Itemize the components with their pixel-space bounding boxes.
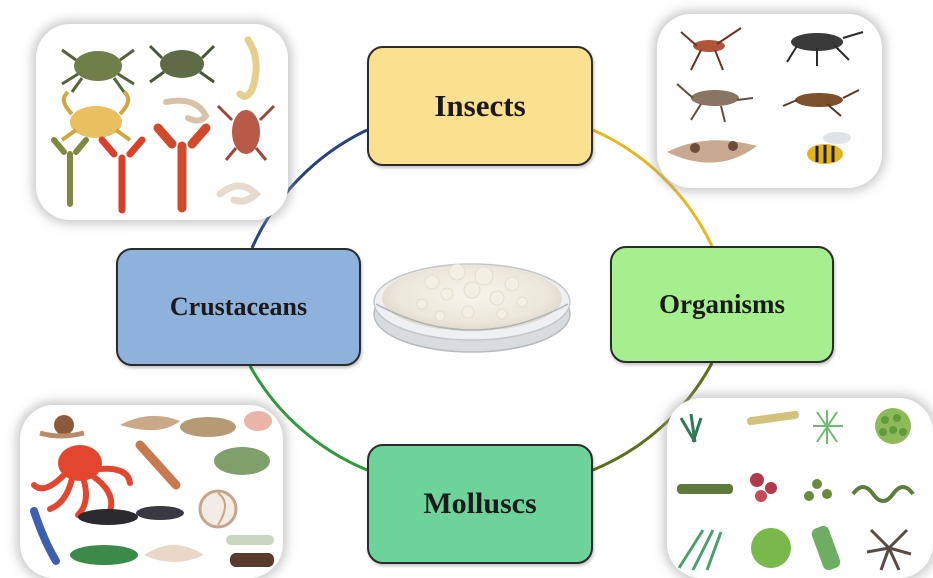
spiral-algae-icon: [853, 487, 913, 501]
wasp-icon: [807, 132, 851, 164]
crayfish-icon: [102, 140, 142, 210]
crab-icon: [150, 46, 214, 82]
diatom-chain-icon: [677, 484, 733, 494]
cell-cluster-icon: [750, 473, 777, 502]
crab-icon: [62, 50, 134, 92]
spore-icon: [804, 479, 832, 501]
lobster-icon: [218, 106, 274, 160]
insects-box: Insects: [367, 46, 593, 166]
molluscs-label: Molluscs: [423, 487, 536, 521]
moth-icon: [667, 140, 757, 162]
octopus-icon: [34, 445, 130, 515]
razor-clam-icon: [226, 535, 274, 567]
shrimp-icon: [240, 40, 256, 96]
insects-collage-image: [657, 14, 882, 188]
nautilus-icon: [200, 491, 236, 527]
squid-icon: [140, 445, 176, 485]
insects-label: Insects: [434, 88, 525, 124]
colony-algae-icon: [875, 408, 911, 444]
shrimp-icon: [166, 101, 206, 121]
shrimp-icon: [220, 186, 256, 201]
fly-icon: [681, 28, 741, 70]
bug-icon: [677, 84, 753, 122]
cricket-icon: [783, 90, 859, 116]
cuttlefish-icon: [214, 447, 270, 475]
algae-cluster-icon: [813, 410, 843, 444]
clam-icon: [144, 545, 204, 562]
conch-shell-icon: [120, 416, 180, 430]
crustaceans-box: Crustaceans: [116, 248, 361, 366]
organisms-box: Organisms: [610, 246, 834, 363]
sea-slug-icon: [70, 545, 138, 565]
fungi-icon: [681, 414, 701, 442]
molluscs-box: Molluscs: [367, 444, 593, 564]
beetle-icon: [787, 32, 863, 66]
slug-icon: [34, 511, 56, 561]
oyster-icon: [180, 417, 236, 437]
needle-algae-icon: [679, 530, 721, 570]
rod-algae-icon: [810, 524, 842, 572]
filament-algae-icon: [747, 410, 800, 425]
mussel-icon: [78, 506, 184, 525]
microorganisms-collage-image: [667, 398, 933, 578]
chitin-powder-dish-image: [372, 232, 572, 362]
organisms-label: Organisms: [659, 289, 785, 320]
snail-icon: [40, 415, 84, 436]
molluscs-collage-image: [20, 405, 283, 578]
green-algae-icon: [751, 528, 791, 568]
crab-icon: [62, 92, 130, 140]
radial-fungi-icon: [867, 530, 911, 570]
lobster-icon: [158, 128, 206, 208]
crustaceans-collage-image: [36, 24, 288, 220]
crustaceans-label: Crustaceans: [170, 292, 307, 322]
shell-icon: [244, 411, 272, 431]
crayfish-icon: [54, 140, 86, 204]
